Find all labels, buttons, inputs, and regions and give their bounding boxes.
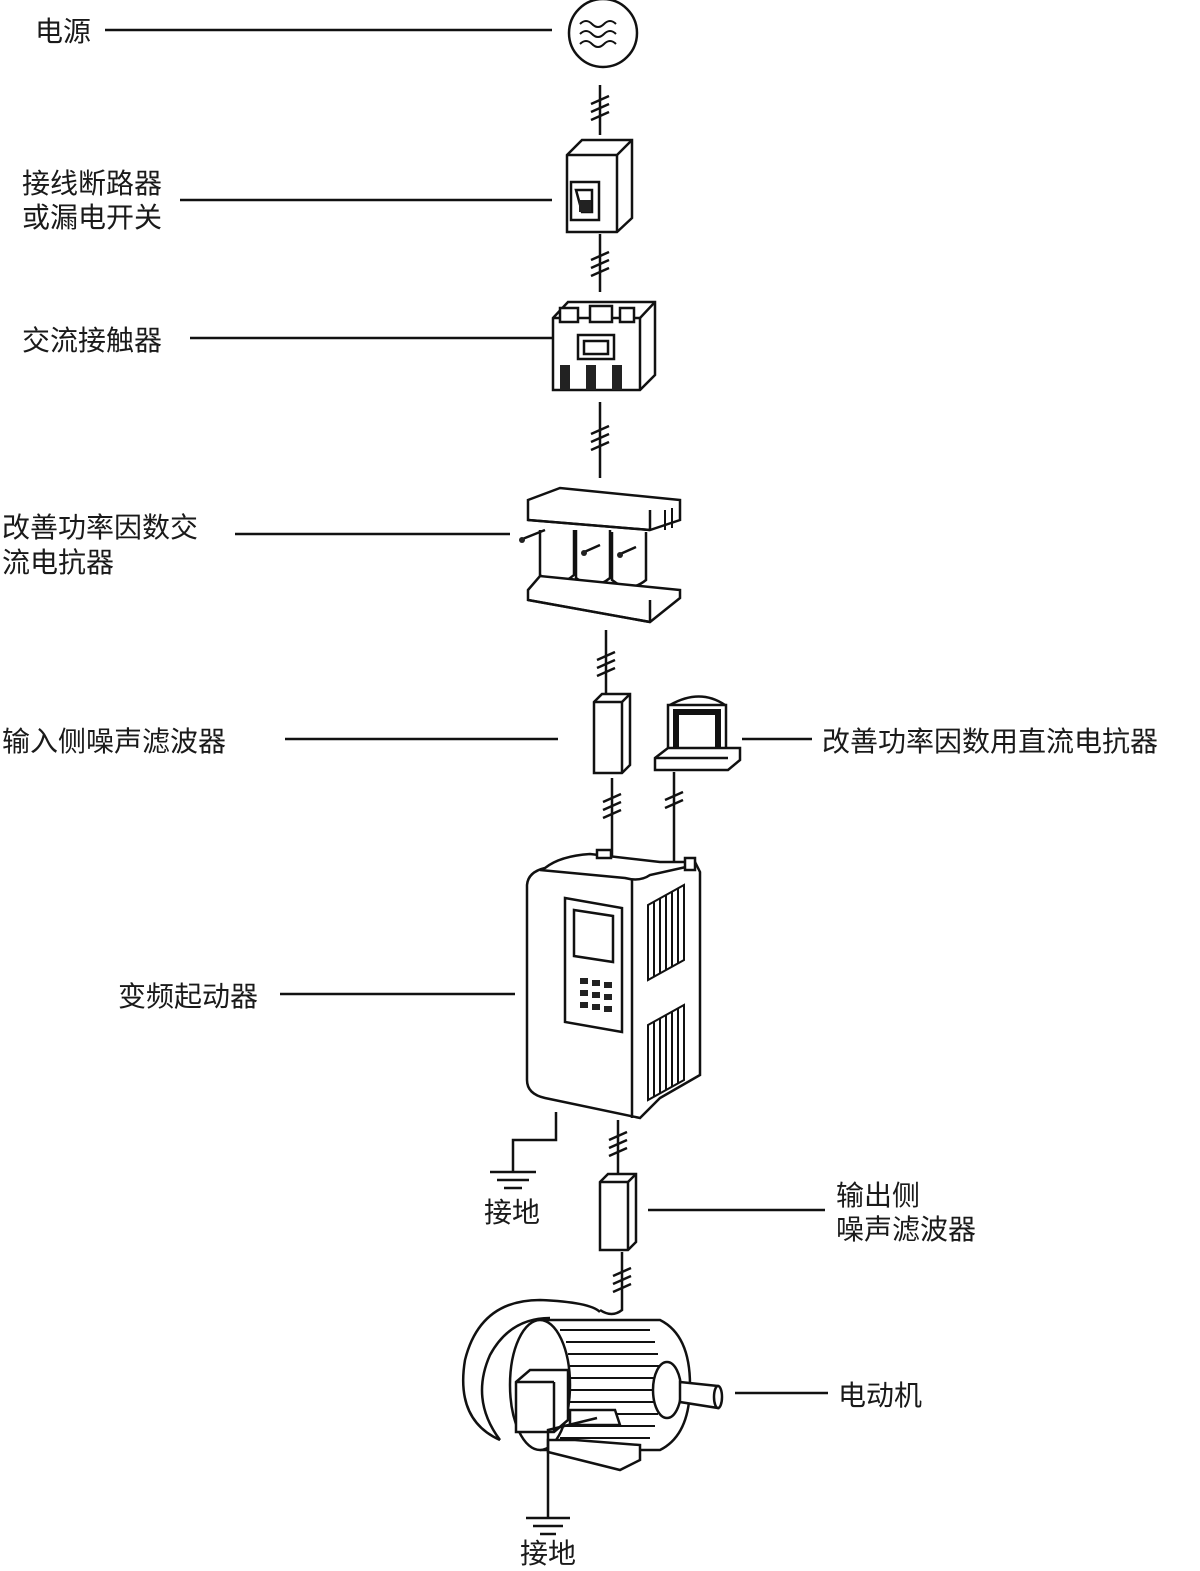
motor-icon (461, 1298, 724, 1472)
output-filter-icon (598, 1172, 638, 1252)
dc-reactor-icon (653, 695, 742, 772)
ground-icon (490, 1112, 558, 1190)
three-phase-wire (590, 234, 610, 292)
three-phase-wire (599, 1252, 632, 1316)
three-phase-wire (608, 1120, 628, 1175)
ac-reactor-label-line2: 流电抗器 (2, 546, 114, 579)
three-phase-wire (602, 778, 622, 858)
motor-label: 电动机 (838, 1379, 922, 1412)
ac-source-icon (567, 0, 639, 69)
dc-reactor-label: 改善功率因数用直流电抗器 (822, 725, 1158, 758)
breaker-label-line1: 接线断路器 (22, 167, 162, 200)
three-phase-wire (596, 630, 616, 694)
ac-reactor-label-line1: 改善功率因数交 (2, 511, 198, 544)
keypad-icon (580, 978, 612, 1012)
ac-reactor-icon (519, 486, 682, 624)
power-source-label: 电源 (35, 15, 91, 48)
input-filter-icon (592, 692, 632, 775)
contactor-label: 交流接触器 (22, 324, 162, 357)
circuit-breaker-icon (565, 138, 634, 234)
three-phase-wire (590, 85, 610, 135)
input-filter-label: 输入侧噪声滤波器 (2, 725, 226, 758)
breaker-label-line2: 或漏电开关 (22, 201, 162, 234)
ground-label-1: 接地 (484, 1196, 540, 1229)
three-phase-wire (590, 402, 610, 478)
vfd-label: 变频起动器 (118, 980, 258, 1013)
ground-icon (526, 1416, 598, 1536)
dc-wire (664, 772, 684, 865)
output-filter-label-line1: 输出侧 (836, 1179, 920, 1212)
ground-label-2: 接地 (520, 1537, 576, 1570)
vfd-icon (525, 848, 702, 1120)
vent-grille-icon (647, 883, 685, 1102)
contactor-icon (551, 300, 657, 392)
output-filter-label-line2: 噪声滤波器 (836, 1213, 976, 1246)
